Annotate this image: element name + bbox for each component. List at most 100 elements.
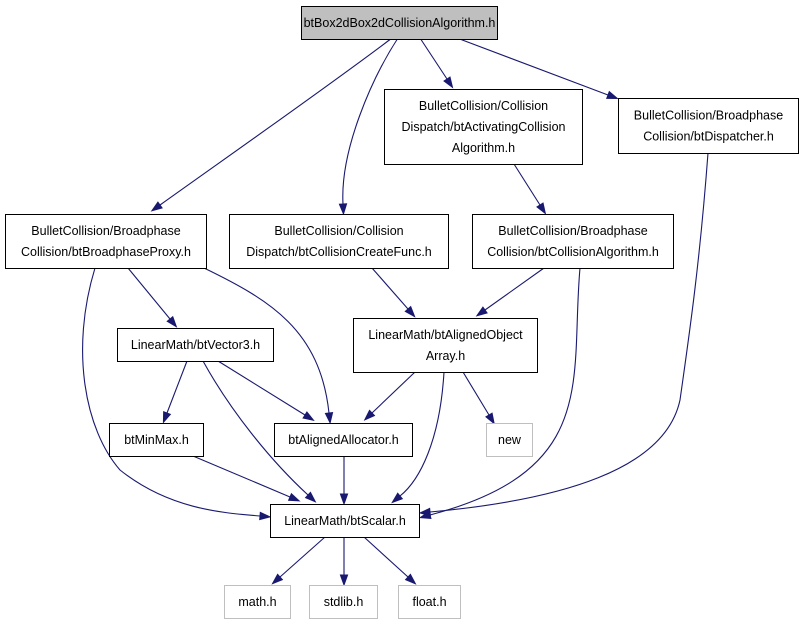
edge-line	[203, 267, 330, 414]
node-label-line: btBox2dBox2dCollisionAlgorithm.h	[304, 16, 496, 30]
edge-line	[371, 371, 416, 414]
edge-line	[202, 360, 309, 496]
node-dispatcher[interactable]: BulletCollision/BroadphaseCollision/btDi…	[618, 98, 799, 154]
edge-line	[279, 536, 326, 578]
node-label-line: new	[498, 433, 522, 447]
arrow-head-icon	[162, 410, 172, 424]
node-box	[353, 318, 538, 373]
edge-createfunc-to-alignedarray	[371, 267, 416, 318]
node-activating[interactable]: BulletCollision/CollisionDispatch/btActi…	[384, 89, 583, 165]
node-collalgo[interactable]: BulletCollision/BroadphaseCollision/btCo…	[472, 214, 674, 269]
edge-line	[363, 536, 409, 578]
arrow-head-icon	[443, 76, 454, 89]
node-label-line: Collision/btBroadphaseProxy.h	[21, 245, 191, 259]
edge-line	[484, 267, 545, 311]
edges-layer	[82, 37, 709, 587]
arrow-head-icon	[339, 574, 349, 587]
node-label-line: BulletCollision/Broadphase	[31, 224, 180, 238]
arrow-head-icon	[536, 202, 547, 215]
node-proxy[interactable]: BulletCollision/BroadphaseCollision/btBr…	[5, 214, 207, 269]
node-stdlib[interactable]: stdlib.h	[309, 585, 378, 619]
edge-collalgo-to-scalar	[418, 267, 581, 520]
arrow-head-icon	[404, 305, 416, 318]
node-math[interactable]: math.h	[224, 585, 291, 619]
edge-alignedarray-to-new	[462, 371, 495, 425]
edge-line	[456, 37, 609, 96]
node-allocator[interactable]: btAlignedAllocator.h	[274, 423, 413, 457]
edge-line	[462, 371, 490, 416]
edge-alignedarray-to-allocator	[363, 371, 416, 421]
edge-root-to-dispatcher	[456, 37, 619, 100]
node-box	[229, 214, 449, 269]
edge-line	[166, 360, 188, 414]
arrow-head-icon	[475, 306, 488, 317]
edge-proxy-to-vector3	[127, 267, 178, 328]
edge-minmax-to-scalar	[192, 455, 301, 502]
node-float[interactable]: float.h	[398, 585, 461, 619]
node-box	[109, 423, 204, 457]
edge-line	[513, 163, 541, 206]
edge-line	[82, 267, 261, 517]
edge-line	[192, 455, 291, 498]
node-label-line: btMinMax.h	[124, 433, 189, 447]
arrow-head-icon	[485, 412, 495, 425]
node-box	[384, 89, 583, 165]
edge-line	[217, 360, 306, 416]
edge-activating-to-collalgo	[513, 163, 547, 215]
edge-vector3-to-minmax	[162, 360, 188, 424]
node-box	[117, 328, 274, 362]
node-createfunc[interactable]: BulletCollision/CollisionDispatch/btColl…	[229, 214, 449, 269]
node-minmax[interactable]: btMinMax.h	[109, 423, 204, 457]
node-vector3[interactable]: LinearMath/btVector3.h	[117, 328, 274, 362]
node-label-line: float.h	[412, 595, 446, 609]
edge-line	[399, 371, 445, 497]
node-box	[224, 585, 291, 619]
edge-vector3-to-allocator	[217, 360, 315, 422]
node-root[interactable]: btBox2dBox2dCollisionAlgorithm.h	[301, 6, 498, 40]
arrow-head-icon	[339, 493, 349, 506]
edge-proxy-to-allocator	[203, 267, 334, 425]
node-label-line: btAlignedAllocator.h	[288, 433, 399, 447]
node-label-line: Algorithm.h	[452, 141, 515, 155]
node-label-line: Dispatch/btActivatingCollision	[402, 120, 566, 134]
node-label-line: Array.h	[426, 349, 465, 363]
edge-vector3-to-scalar	[202, 360, 317, 503]
node-box	[270, 504, 420, 538]
node-label-line: BulletCollision/Broadphase	[634, 109, 783, 123]
arrow-head-icon	[338, 203, 348, 216]
arrow-head-icon	[302, 411, 315, 422]
node-label-line: LinearMath/btAlignedObject	[368, 328, 523, 342]
node-box	[274, 423, 413, 457]
arrow-head-icon	[418, 510, 432, 520]
node-box	[398, 585, 461, 619]
arrow-head-icon	[287, 492, 301, 502]
node-box	[486, 423, 533, 457]
edge-scalar-to-math	[271, 536, 326, 585]
edge-root-to-createfunc	[338, 37, 399, 216]
node-box	[5, 214, 207, 269]
nodes-layer: btBox2dBox2dCollisionAlgorithm.hBulletCo…	[5, 6, 799, 619]
node-label-line: stdlib.h	[324, 595, 364, 609]
edge-line	[371, 267, 409, 310]
edge-root-to-proxy	[150, 37, 393, 212]
node-label-line: LinearMath/btVector3.h	[131, 338, 260, 352]
arrow-head-icon	[150, 201, 163, 212]
edge-line	[127, 267, 171, 320]
node-label-line: BulletCollision/Broadphase	[498, 224, 647, 238]
edge-collalgo-to-alignedarray	[475, 267, 545, 317]
edge-proxy-to-scalar	[82, 267, 272, 521]
arrow-head-icon	[304, 491, 317, 503]
edge-allocator-to-scalar	[339, 456, 349, 506]
node-new[interactable]: new	[486, 423, 533, 457]
edge-line	[419, 37, 448, 80]
node-label-line: math.h	[238, 595, 276, 609]
edge-alignedarray-to-scalar	[391, 371, 445, 504]
node-label-line: Dispatch/btCollisionCreateFunc.h	[246, 245, 432, 259]
node-box	[309, 585, 378, 619]
node-label-line: Collision/btDispatcher.h	[643, 130, 774, 144]
edge-line	[342, 37, 399, 205]
arrow-head-icon	[404, 573, 417, 585]
node-scalar[interactable]: LinearMath/btScalar.h	[270, 504, 420, 538]
